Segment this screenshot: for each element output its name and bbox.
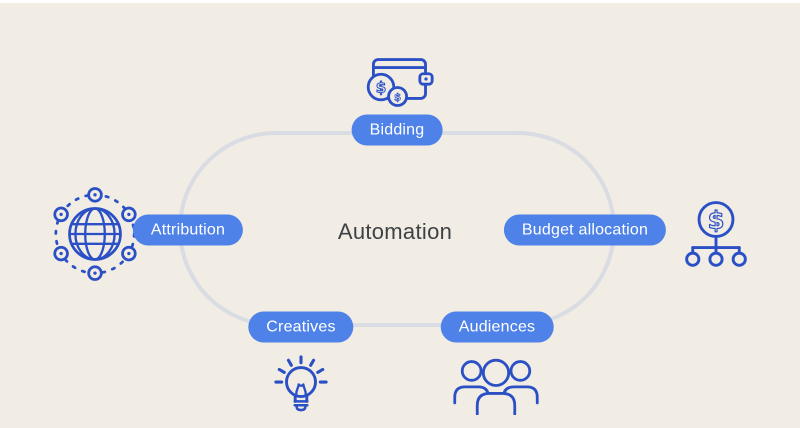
top-edge-strip	[0, 0, 800, 3]
people-group-icon	[451, 355, 541, 415]
node-pill-bidding: Bidding	[351, 114, 443, 146]
node-pill-audiences: Audiences	[440, 311, 554, 343]
globe-network-icon	[48, 187, 142, 281]
lightbulb-icon	[272, 347, 330, 419]
node-pill-budget-allocation: Budget allocation	[503, 214, 667, 246]
wallet-coins-icon: $ $	[363, 49, 435, 108]
dollar-hierarchy-icon: $	[685, 200, 747, 270]
svg-text:$: $	[708, 207, 725, 235]
center-label: Automation	[337, 219, 453, 244]
node-pill-creatives: Creatives	[248, 311, 354, 343]
svg-text:$: $	[394, 92, 401, 103]
svg-text:$: $	[376, 79, 387, 97]
node-pill-attribution: Attribution	[132, 214, 244, 246]
